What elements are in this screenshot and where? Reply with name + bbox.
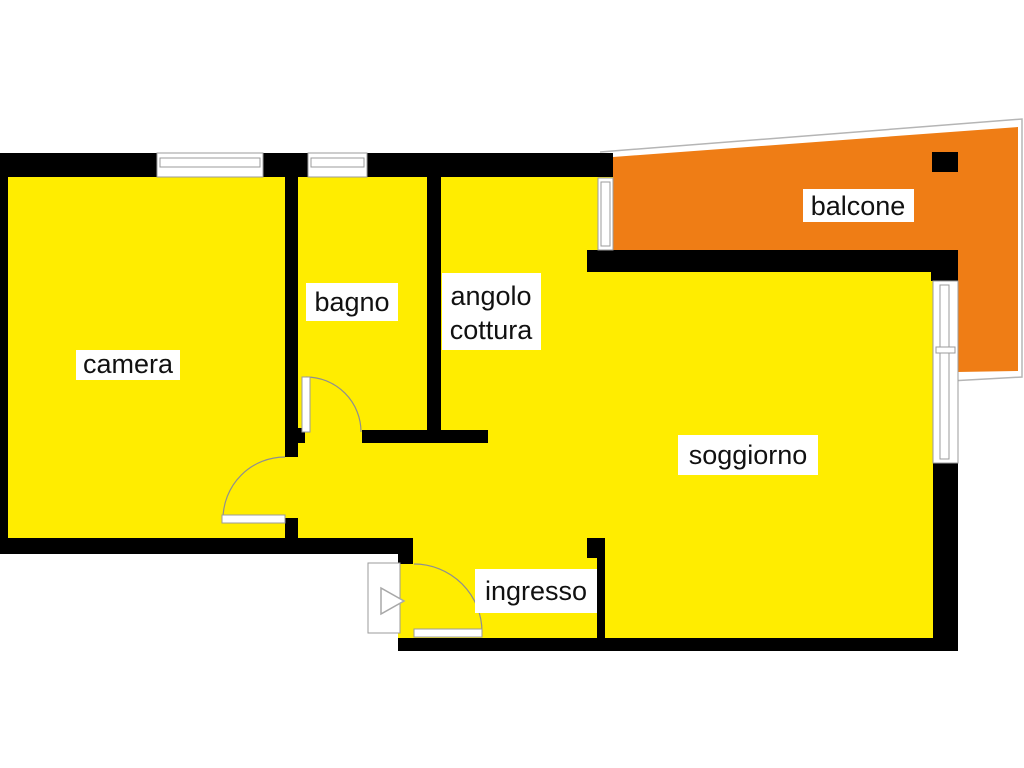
room-label-balcone: balcone xyxy=(803,189,914,222)
wall-entry-door-stub xyxy=(398,554,413,564)
room-label-ingresso-text: ingresso xyxy=(485,576,587,606)
room-label-ingresso-bg xyxy=(475,569,597,613)
wall-living-top xyxy=(587,250,931,272)
wall-bedroom-right-lower xyxy=(285,518,298,540)
wall-living-top-corner xyxy=(931,250,958,281)
room-label-angolo-cottura-bg xyxy=(442,273,541,350)
window-balcony-door xyxy=(597,177,614,251)
wall-top xyxy=(0,153,613,177)
room-label-bagno-bg xyxy=(306,283,398,321)
wall-bottom xyxy=(398,638,958,651)
window-balcony-door-glass xyxy=(600,181,611,247)
door-entrance-swing-arc xyxy=(413,563,483,633)
door-bedroom-leaf xyxy=(221,514,286,524)
balcony-area xyxy=(613,127,1018,372)
window-bedroom-glass xyxy=(159,157,261,168)
room-label-camera-text: camera xyxy=(83,349,174,379)
room-label-ingresso: ingresso xyxy=(475,569,597,613)
window-living-glass xyxy=(939,284,950,460)
room-label-soggiorno: soggiorno xyxy=(678,435,818,475)
room-label-bagno: bagno xyxy=(306,283,398,321)
wall-bath-kitchen-divider xyxy=(427,177,441,443)
room-label-angolo-cottura-line1: angolo xyxy=(450,281,531,311)
wall-entry-living-stub xyxy=(587,538,605,558)
wall-bedroom-bottom xyxy=(0,538,413,554)
room-label-bagno-text: bagno xyxy=(314,287,389,317)
wall-hall-top xyxy=(362,430,488,443)
room-label-balcone-text: balcone xyxy=(811,191,906,221)
door-bedroom xyxy=(221,456,286,524)
window-bedroom xyxy=(156,152,264,178)
balcony-outline xyxy=(599,118,1023,382)
door-entrance xyxy=(367,562,483,638)
wall-bath-bottom-left xyxy=(285,428,305,443)
room-label-balcone-bg xyxy=(803,189,914,222)
entrance-arrow-icon xyxy=(380,586,406,616)
wall-entry-living-divider xyxy=(597,558,605,642)
wall-bedroom-right-upper xyxy=(285,177,298,457)
wall-living-right xyxy=(933,463,958,651)
wall-left xyxy=(0,153,8,554)
window-bath-glass xyxy=(310,157,365,168)
door-entrance-leaf xyxy=(413,628,483,638)
door-bath-swing-arc xyxy=(305,376,362,433)
door-bath-leaf xyxy=(301,376,311,433)
door-bath xyxy=(301,376,362,433)
room-label-camera-bg xyxy=(76,350,180,380)
window-living-divider xyxy=(935,346,956,354)
door-bedroom-swing-arc xyxy=(222,456,286,520)
window-bath xyxy=(307,152,368,178)
balcony-pillar xyxy=(932,152,958,172)
room-label-camera: camera xyxy=(76,349,180,380)
room-label-angolo-cottura-line2: cottura xyxy=(450,315,534,345)
room-label-soggiorno-text: soggiorno xyxy=(689,440,808,470)
window-living xyxy=(932,280,959,464)
room-label-angolo-cottura: angolo cottura xyxy=(442,273,541,350)
room-label-soggiorno-bg xyxy=(678,435,818,475)
